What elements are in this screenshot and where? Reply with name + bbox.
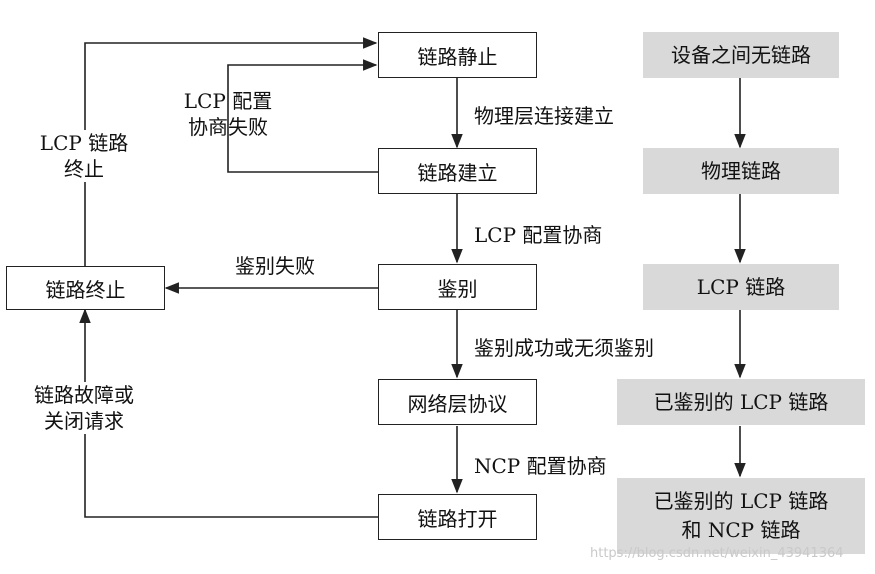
state-link-terminate: 链路终止	[6, 266, 165, 310]
label-lcp-fail: LCP 配置 协商失败	[176, 88, 280, 140]
state-link-dead: 链路静止	[378, 32, 537, 78]
status-lcp-link: LCP 链路	[643, 264, 839, 310]
arrow-establish-to-dead-loop	[227, 59, 378, 173]
status-authenticated-lcp-ncp-link: 已鉴别的 LCP 链路 和 NCP 链路	[617, 478, 865, 554]
status-no-link: 设备之间无链路	[643, 32, 839, 78]
label-lcp-terminated-line1: LCP 链路	[39, 131, 129, 155]
arrow-open-to-terminate	[79, 308, 378, 518]
label-link-fault-line1: 链路故障或	[34, 383, 134, 407]
state-link-open: 链路打开	[378, 494, 537, 540]
status-physical-link: 物理链路	[643, 148, 839, 194]
status-authenticated-lcp-link: 已鉴别的 LCP 链路	[617, 379, 865, 425]
status-full-line2: 和 NCP 链路	[681, 518, 801, 542]
label-lcp-fail-line1: LCP 配置	[183, 89, 273, 113]
label-physical-connect: 物理层连接建立	[474, 104, 614, 128]
status-full-line1: 已鉴别的 LCP 链路	[653, 489, 829, 513]
label-auth-success: 鉴别成功或无须鉴别	[474, 336, 654, 360]
state-network-layer-protocol: 网络层协议	[378, 379, 537, 425]
label-auth-fail: 鉴别失败	[235, 254, 315, 278]
state-link-establish: 链路建立	[378, 148, 537, 194]
label-lcp-negotiate: LCP 配置协商	[474, 223, 603, 247]
label-ncp-negotiate: NCP 配置协商	[474, 454, 607, 478]
arrow-terminate-to-dead	[84, 37, 378, 266]
label-link-fault-line2: 关闭请求	[44, 409, 124, 433]
label-link-fault: 链路故障或 关闭请求	[18, 382, 150, 434]
watermark: https://blog.csdn.net/weixin_43941364	[590, 546, 844, 561]
label-lcp-fail-line2: 协商失败	[188, 115, 268, 139]
state-authenticate: 鉴别	[378, 264, 537, 310]
label-lcp-terminated: LCP 链路 终止	[28, 130, 140, 182]
label-lcp-terminated-line2: 终止	[64, 157, 104, 181]
